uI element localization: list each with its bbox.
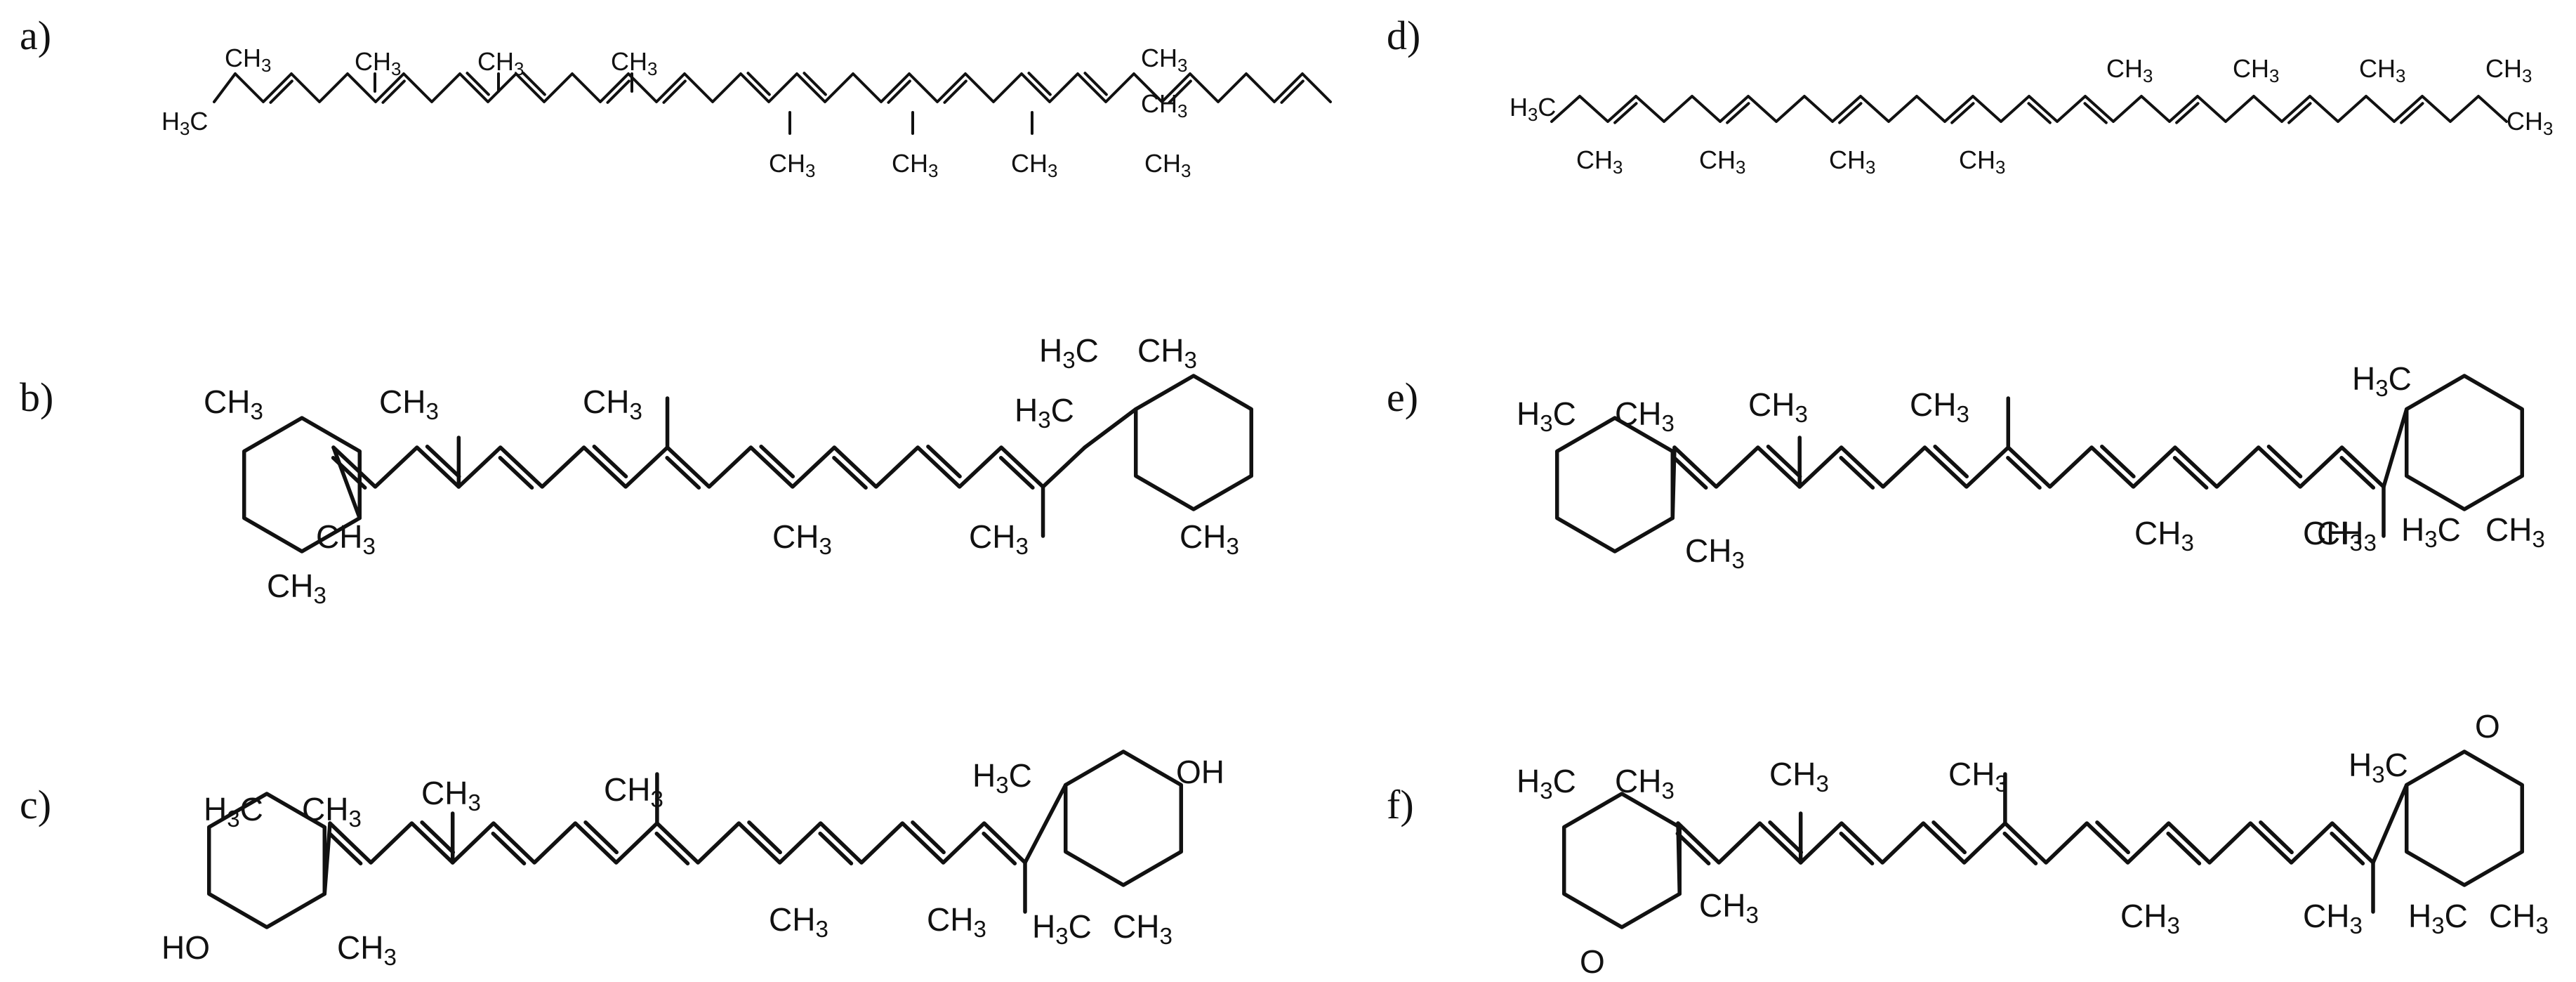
atom-label: CH3: [379, 384, 439, 425]
atom-label: CH3: [2134, 515, 2194, 556]
atom-label: CH3: [969, 518, 1029, 560]
atom-label: H3C: [1510, 93, 1556, 125]
atom-label: CH3: [1699, 887, 1759, 929]
atom-label: CH3: [337, 929, 397, 971]
atom-label: CH3: [316, 518, 376, 560]
atom-label: CH3: [1699, 145, 1745, 178]
atom-label: CH3: [1769, 756, 1829, 797]
atom-label: CH3: [1576, 145, 1623, 178]
atom-label: CH3: [1141, 89, 1187, 122]
panel-label-d: d): [1387, 13, 1420, 58]
bond-lines: [206, 72, 2525, 929]
atom-label: H3C: [1039, 332, 1099, 374]
atom-label: CH3: [2303, 515, 2363, 556]
atom-label: CH3: [421, 775, 481, 816]
atom-label: CH3: [772, 518, 832, 560]
atom-label: H3C: [1517, 395, 1576, 437]
atom-label: CH3: [1685, 532, 1745, 574]
atom-label: CH3: [1137, 332, 1197, 374]
atom-label: CH3: [2120, 898, 2180, 939]
atom-label: CH3: [583, 384, 642, 425]
atom-label: O: [2475, 708, 2500, 745]
atom-label: O: [1580, 943, 1605, 980]
atom-label: CH3: [1615, 395, 1675, 437]
atom-label: CH3: [1011, 149, 1057, 181]
panel-label-b: b): [20, 374, 53, 420]
atom-label: H3C: [2408, 898, 2468, 939]
atom-label: CH3: [2506, 107, 2553, 139]
atom-label: CH3: [1180, 518, 1239, 560]
atom-label: CH3: [2233, 54, 2279, 86]
atom-label: CH3: [355, 47, 401, 79]
panel-label-f: f): [1387, 782, 1414, 827]
atom-label: CH3: [267, 568, 326, 609]
atom-label: CH3: [2485, 54, 2532, 86]
atom-label: CH3: [769, 149, 815, 181]
atom-label: CH3: [302, 791, 362, 832]
atom-label: HO: [161, 929, 210, 966]
atom-label: CH3: [1829, 145, 1875, 178]
atom-label: CH3: [2303, 898, 2363, 939]
atom-label: CH3: [2489, 898, 2549, 939]
atom-label: CH3: [2485, 511, 2545, 553]
atom-label: H3C: [204, 791, 263, 832]
atom-label: CH3: [1748, 386, 1808, 428]
atom-label: CH3: [1959, 145, 2005, 178]
atom-label: OH: [1176, 754, 1224, 790]
atom-label: CH3: [892, 149, 938, 181]
atom-label: CH3: [927, 901, 986, 943]
atom-label: H3C: [1032, 908, 1092, 950]
atom-label: CH3: [769, 901, 828, 943]
atom-label: CH3: [1948, 756, 2008, 797]
atom-label: H3C: [1517, 763, 1576, 804]
atom-label: CH3: [225, 44, 271, 76]
atom-label: H3C: [2349, 747, 2408, 788]
atom-label: CH3: [2106, 54, 2153, 86]
atom-label: H3C: [2352, 360, 2412, 402]
panel-label-c: c): [20, 782, 51, 827]
panel-label-a: a): [20, 13, 51, 58]
panel-labels: a) b) c) d) e) f): [20, 13, 1420, 827]
atom-label: H3C: [1015, 392, 1074, 433]
panel-label-e: e): [1387, 374, 1418, 420]
atom-label: H3C: [161, 107, 208, 139]
atom-label: CH3: [1141, 44, 1187, 76]
atom-label: CH3: [1144, 149, 1191, 181]
atom-label: CH3: [2359, 54, 2405, 86]
atom-label: CH3: [204, 384, 263, 425]
atom-label: CH3: [604, 771, 663, 813]
atom-label: CH3: [477, 47, 524, 79]
atom-label: CH3: [1615, 763, 1675, 804]
atom-label: H3C: [972, 757, 1032, 799]
atom-label: CH3: [611, 47, 657, 79]
atom-label: CH3: [1910, 386, 1969, 428]
atom-label: CH3: [2317, 515, 2377, 556]
atom-label: H3C: [2401, 511, 2461, 553]
atom-label: CH3: [1113, 908, 1173, 950]
